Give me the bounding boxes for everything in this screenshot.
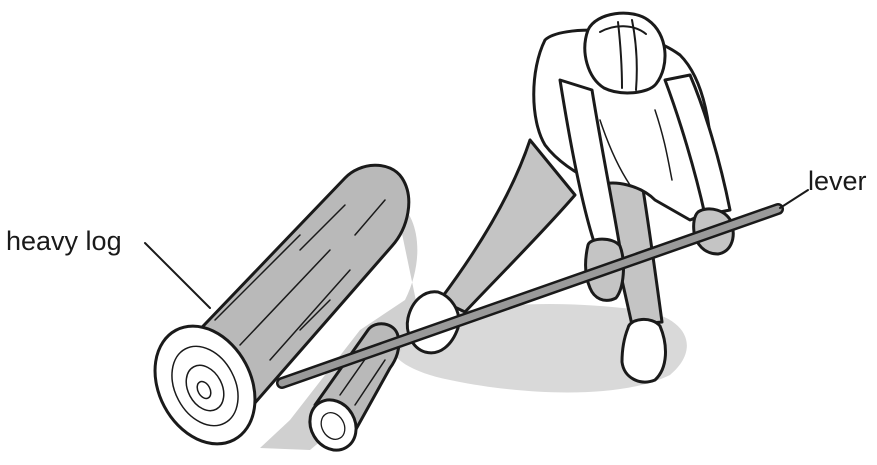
hard-hat-icon xyxy=(585,13,665,93)
lever-leader-line xyxy=(780,190,808,208)
heavy-log-label: heavy log xyxy=(6,226,122,256)
worker-right-shoe xyxy=(622,319,665,382)
lever-label: lever xyxy=(808,166,867,196)
heavy-log xyxy=(135,165,409,461)
heavy-log-leader-line xyxy=(145,243,210,308)
